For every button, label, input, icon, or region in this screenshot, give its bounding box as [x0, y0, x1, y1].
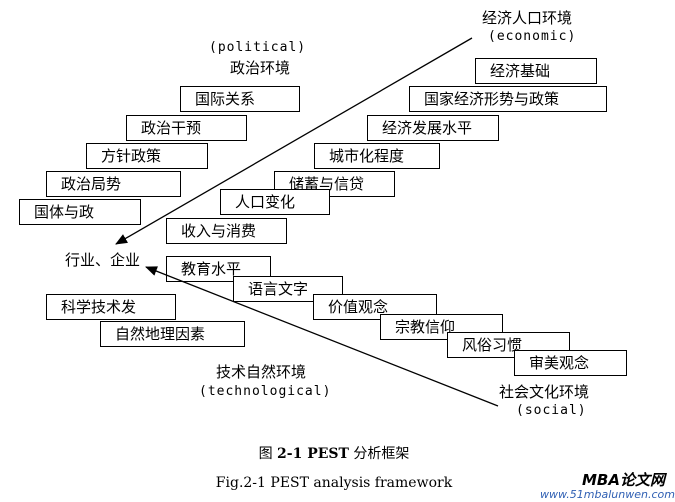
caption-zh: 图 2-1 PEST 分析框架 — [0, 443, 668, 463]
technological-zh-label: 技术自然环境 — [216, 363, 307, 381]
economic-en-label: (economic) — [488, 29, 577, 44]
economic-box-income-consumption: 收入与消费 — [166, 218, 287, 244]
political-box-policies: 方针政策 — [86, 143, 208, 169]
social-en-label: (social) — [516, 403, 587, 418]
economic-box-development-level: 经济发展水平 — [367, 115, 499, 141]
political-box-political-intervention: 政治干预 — [126, 115, 247, 141]
social-box-aesthetics: 审美观念 — [514, 350, 627, 376]
caption-zh-prefix: 图 — [258, 446, 278, 462]
political-zh-label: 政治环境 — [230, 59, 291, 77]
economic-box-national-economy: 国家经济形势与政策 — [409, 86, 607, 112]
tech-box-natural-geography: 自然地理因素 — [100, 321, 245, 347]
political-box-state-system: 国体与政 — [19, 199, 141, 225]
economic-box-economic-base: 经济基础 — [475, 58, 597, 84]
political-en-label: (political) — [209, 40, 307, 55]
political-box-international-relations: 国际关系 — [180, 86, 300, 112]
tech-box-science-technology: 科学技术发 — [46, 294, 176, 320]
caption-zh-bold: 2-1 PEST — [277, 446, 349, 462]
industry-enterprise-label: 行业、企业 — [65, 251, 141, 269]
economic-box-savings-credit: 储蓄与信贷 — [274, 171, 395, 197]
caption-en: Fig.2-1 PEST analysis framework — [215, 475, 453, 491]
economic-arrow — [115, 37, 473, 245]
social-arrow — [145, 266, 499, 407]
social-zh-label: 社会文化环境 — [499, 383, 590, 401]
caption-zh-suffix: 分析框架 — [348, 446, 410, 462]
economic-box-population-change: 人口变化 — [220, 189, 330, 215]
political-box-political-situation: 政治局势 — [46, 171, 181, 197]
watermark-title: MBA论文网 — [582, 471, 665, 489]
watermark-url: www.51mbalunwen.com — [540, 488, 675, 501]
economic-box-urbanization: 城市化程度 — [314, 143, 440, 169]
economic-zh-label: 经济人口环境 — [482, 9, 573, 27]
technological-en-label: (technological) — [199, 384, 332, 399]
